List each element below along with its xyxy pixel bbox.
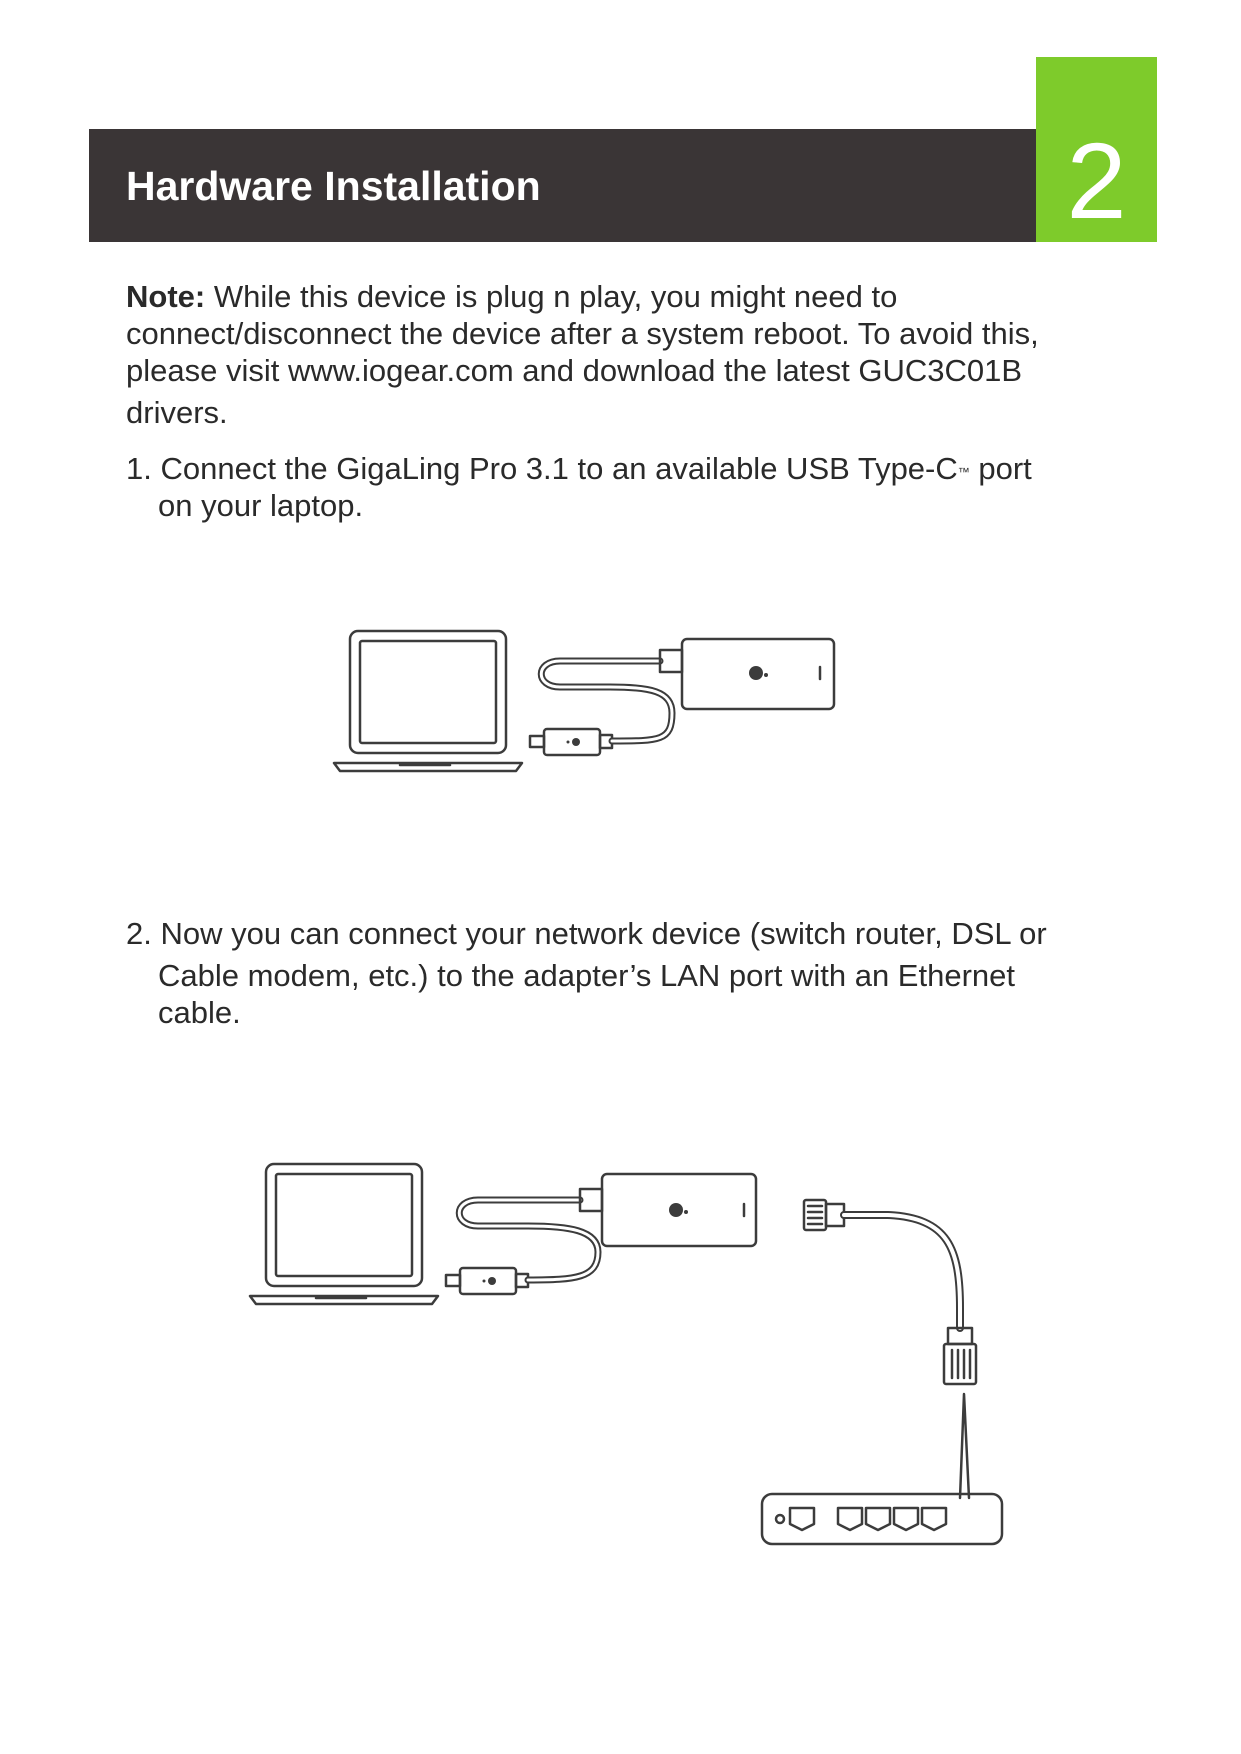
step-1: 1. Connect the GigaLing Pro 3.1 to an av… xyxy=(126,450,1106,524)
ethernet-adapter-icon xyxy=(578,1172,758,1248)
note-paragraph: Note: While this device is plug n play, … xyxy=(126,278,1106,431)
trademark-mark: ™ xyxy=(957,465,970,479)
ethernet-adapter-icon xyxy=(658,637,836,711)
note-line-3: please visit www.iogear.com and download… xyxy=(126,353,1023,388)
header-bar xyxy=(89,129,1036,242)
laptop-adapter-illustration xyxy=(332,629,836,773)
usb-c-plug-icon xyxy=(528,727,614,757)
step-1-line-1: 1. Connect the GigaLing Pro 3.1 to an av… xyxy=(126,451,1032,486)
section-title: Hardware Installation xyxy=(126,163,541,209)
chapter-number: 2 xyxy=(1066,120,1127,241)
step-2-line-3: cable. xyxy=(158,995,241,1030)
laptop-icon xyxy=(332,629,524,773)
usb-cable-inner xyxy=(539,659,674,743)
usb-c-plug-icon xyxy=(444,1266,530,1296)
step-2-line-1: 2. Now you can connect your network devi… xyxy=(126,916,1047,951)
router-icon xyxy=(760,1392,1004,1546)
step-2: 2. Now you can connect your network devi… xyxy=(126,915,1106,1031)
rj45-plug-icon xyxy=(942,1326,978,1386)
ethernet-cable xyxy=(840,1211,964,1332)
step-1-line-2: on your laptop. xyxy=(158,488,364,523)
note-line-2: connect/disconnect the device after a sy… xyxy=(126,316,1039,351)
note-label: Note: xyxy=(126,279,206,314)
network-connection-illustration xyxy=(248,1162,1004,1546)
note-line-4: drivers. xyxy=(126,395,228,430)
chapter-badge: 2 xyxy=(1036,57,1157,242)
rj45-plug-icon xyxy=(802,1198,846,1232)
step-2-line-2: Cable modem, etc.) to the adapter’s LAN … xyxy=(158,958,1015,993)
note-line-1: While this device is plug n play, you mi… xyxy=(205,279,898,314)
laptop-icon xyxy=(248,1162,440,1306)
